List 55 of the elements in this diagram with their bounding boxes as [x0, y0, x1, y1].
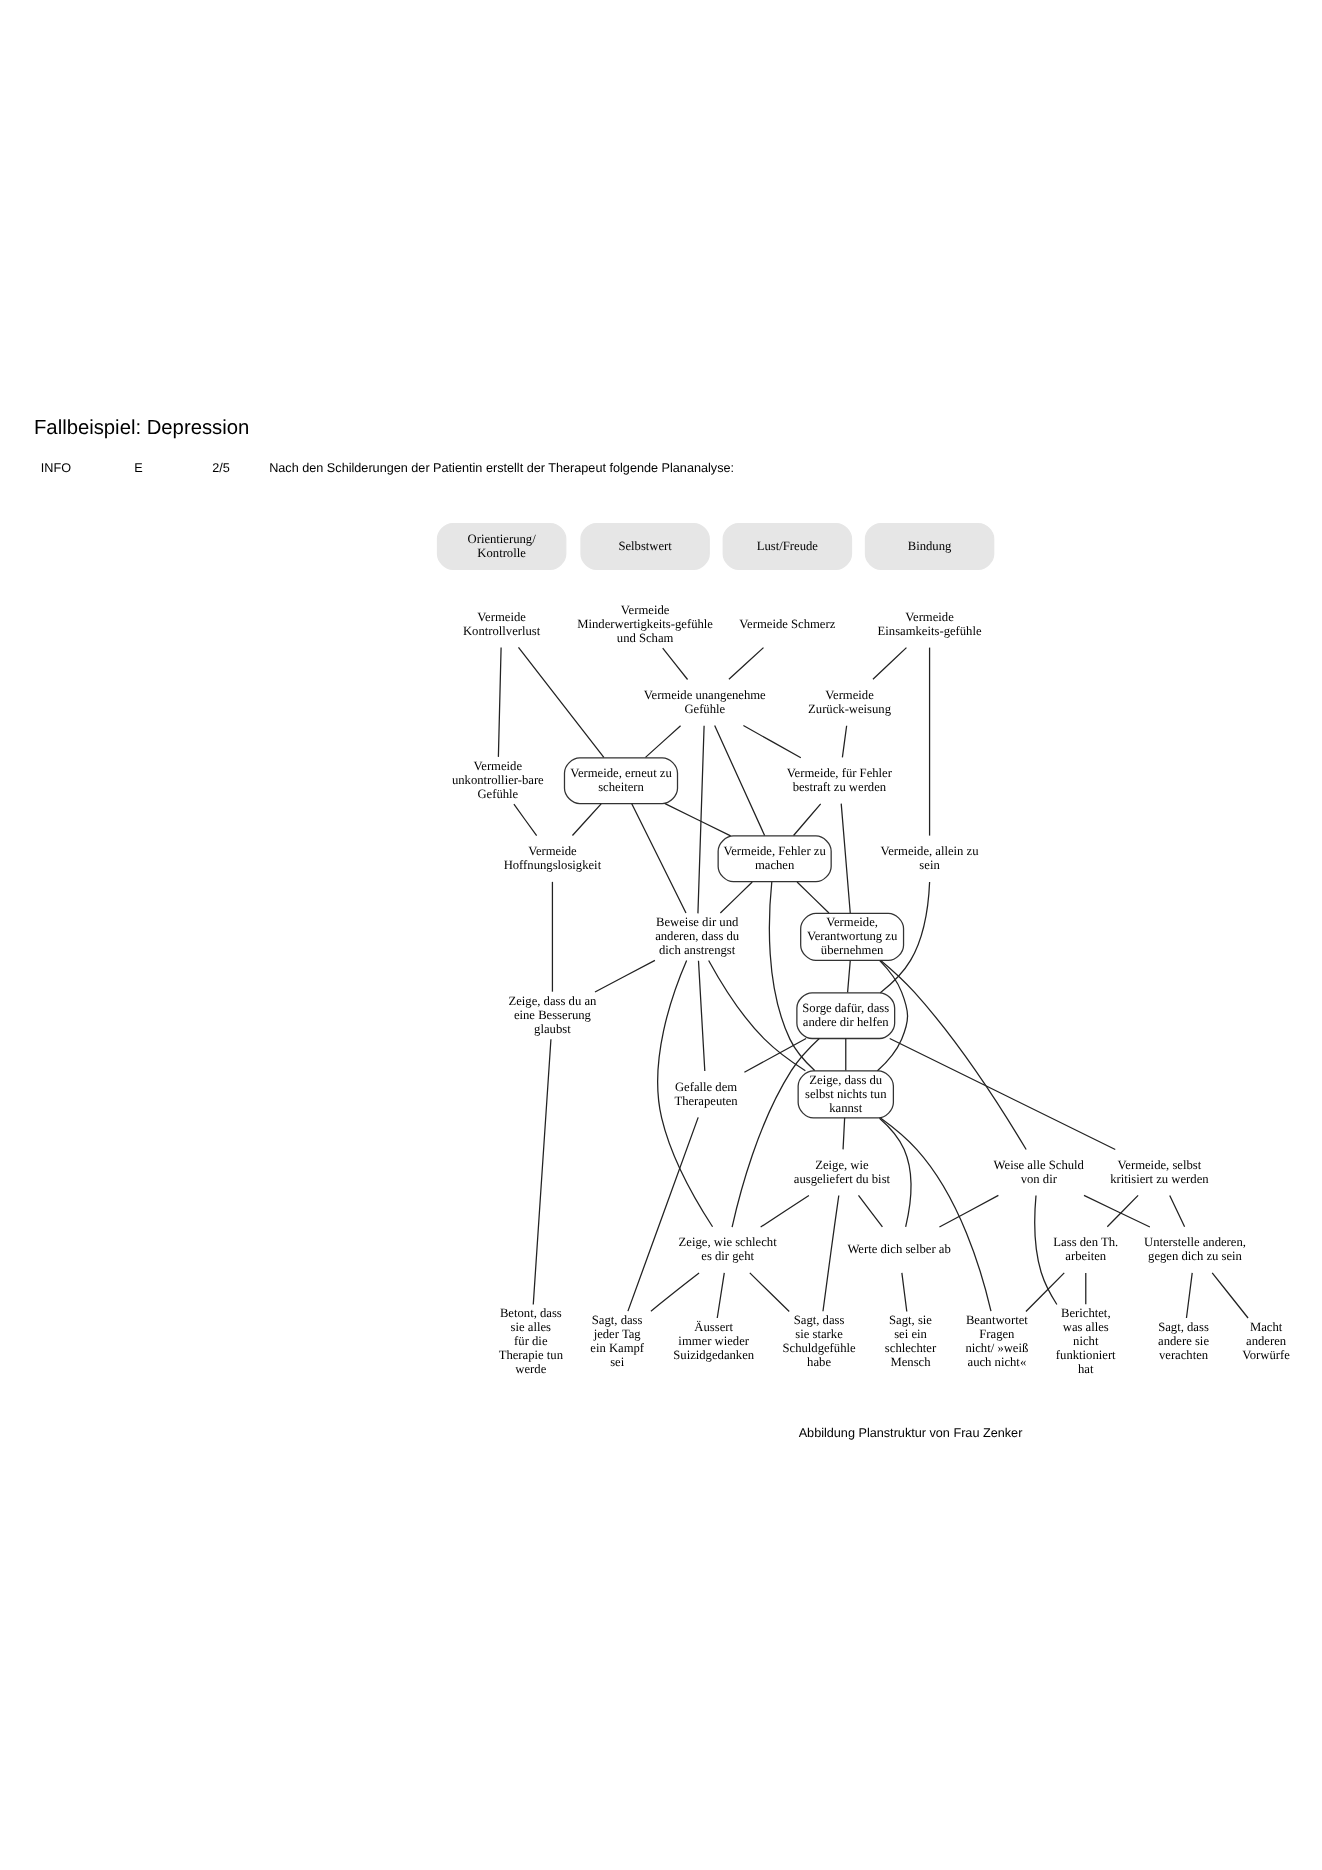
connector — [876, 960, 909, 1072]
connector — [857, 1194, 884, 1228]
connector — [1085, 1272, 1087, 1305]
connector — [1185, 1272, 1193, 1319]
connector — [594, 959, 656, 993]
connector — [845, 1037, 847, 1072]
connector — [928, 646, 931, 837]
connector — [627, 1116, 699, 1312]
connector — [822, 1194, 840, 1312]
connector — [840, 803, 851, 914]
connector — [938, 1194, 999, 1228]
connector — [644, 725, 682, 758]
connector — [880, 959, 1027, 1151]
connector — [841, 725, 848, 758]
connector — [879, 881, 931, 994]
connector — [742, 724, 802, 759]
connector — [497, 646, 502, 758]
connector — [846, 960, 851, 993]
diagram-title: Fallbeispiel: Depression — [33, 418, 250, 441]
connector — [878, 1117, 912, 1228]
connector — [1083, 1194, 1151, 1228]
connector — [889, 1037, 1116, 1151]
connector — [872, 647, 908, 680]
connector — [657, 959, 714, 1228]
connector — [768, 881, 816, 1072]
connector — [728, 647, 765, 680]
connector — [716, 1272, 725, 1319]
connector — [551, 881, 554, 993]
connector — [731, 1037, 820, 1228]
connector — [664, 803, 732, 837]
connector — [1025, 1272, 1065, 1313]
connector — [631, 803, 687, 914]
connector — [697, 960, 706, 1072]
connector — [743, 1037, 807, 1073]
connector — [650, 1272, 700, 1312]
connector — [749, 1272, 790, 1313]
connector — [714, 724, 766, 837]
connector — [1034, 1194, 1058, 1306]
connector — [532, 1038, 552, 1306]
connector — [571, 803, 602, 837]
connector — [1106, 1194, 1139, 1228]
connector — [901, 1272, 908, 1313]
connector — [1169, 1194, 1186, 1228]
connector — [792, 803, 822, 837]
connector — [708, 959, 806, 1072]
connector — [760, 1194, 810, 1228]
connector — [517, 646, 605, 758]
connector — [719, 881, 753, 914]
connector — [662, 647, 689, 681]
connector — [879, 1117, 992, 1312]
connector — [513, 803, 538, 837]
connector — [796, 881, 830, 914]
connector — [842, 1117, 846, 1150]
connector — [1211, 1272, 1249, 1319]
connector — [697, 725, 705, 915]
